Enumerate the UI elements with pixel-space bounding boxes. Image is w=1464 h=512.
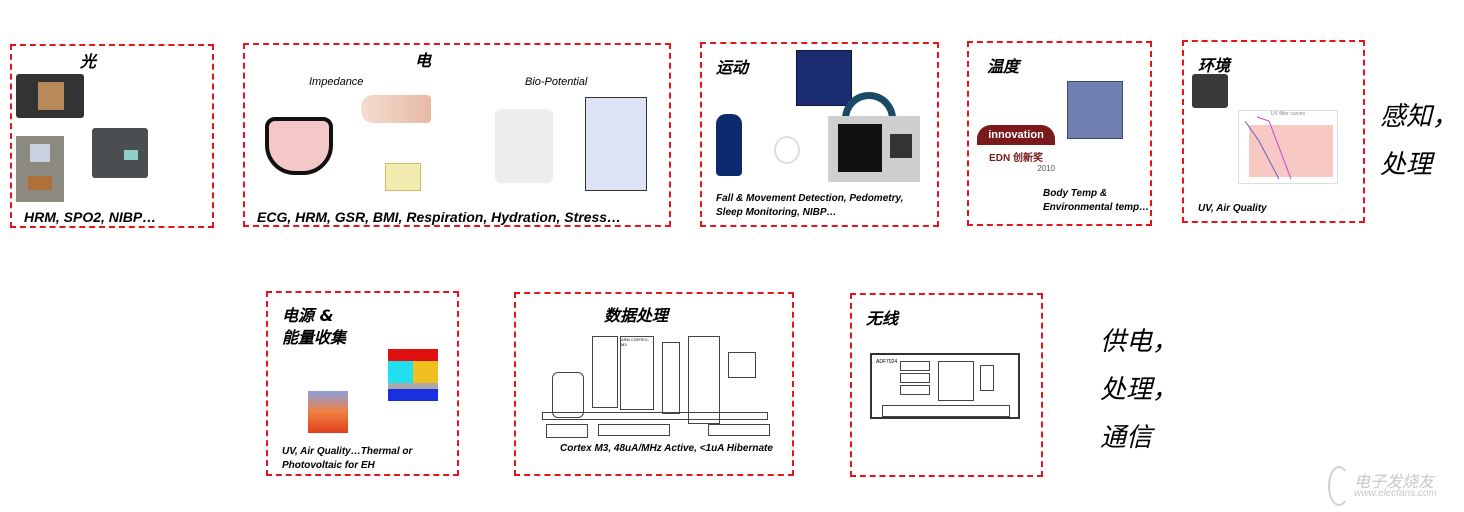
panel-caption: Body Temp & Environmental temp… (1043, 187, 1149, 214)
panel-data-processing: 数据处理 ARM CORTEX-M3 Cortex M3, 48uA/MHz A… (514, 292, 794, 476)
thermoelectric-image (388, 349, 438, 403)
panel-title: 电 (415, 51, 432, 70)
watermark-name: 电子发烧友 (1354, 474, 1435, 491)
panel-environment: 环境 UV filter curves UV, Air Quality (1182, 40, 1365, 223)
accelerometer-brochure-image (796, 50, 852, 106)
panel-power: 电源 & 能量收集 UV, Air Quality…Thermal or Pho… (266, 291, 459, 476)
earphone-image (774, 136, 800, 164)
title-line: 能量收集 (282, 328, 347, 347)
photovoltaic-image (308, 391, 348, 433)
panel-caption: UV, Air Quality…Thermal or Photovoltaic … (282, 445, 412, 472)
sensing-label: 感知， 处理 (1380, 93, 1458, 189)
caption-line: Fall & Movement Detection, Pedometry, (716, 193, 904, 204)
optical-sensor-image (16, 74, 84, 118)
mems-chip-image (828, 116, 920, 182)
sensor-brochure-image (1067, 81, 1123, 139)
biopotential-label: Bio-Potential (525, 76, 588, 88)
label-line: 通信 (1100, 423, 1153, 453)
panel-title: 环境 (1198, 56, 1231, 75)
watermark-logo-icon (1328, 466, 1350, 506)
panel-motion: 运动 Fall & Movement Detection, Pedometry,… (700, 42, 939, 227)
edn-award-logo: innovation EDN 创新奖 2010 (977, 125, 1055, 195)
panel-light: 光 HRM, SPO2, NIBP… (10, 44, 214, 228)
panel-title: 光 (80, 52, 97, 71)
panel-wireless: 无线 ADF7024 (850, 293, 1043, 477)
chip-label: ADF7024 (876, 359, 898, 365)
panel-title: 电源 & 能量收集 (282, 305, 346, 349)
caption-line: Environmental temp… (1043, 201, 1150, 213)
label-line: 供电， (1100, 327, 1179, 357)
panel-title: 运动 (716, 58, 749, 77)
caption-line: Photovoltaic for EH (282, 459, 375, 471)
award-sub: EDN 创新奖 (989, 153, 1043, 164)
arrow-icon (842, 92, 896, 122)
panel-temperature: 温度 innovation EDN 创新奖 2010 Body Temp & E… (967, 41, 1152, 226)
panel-title: 无线 (866, 309, 899, 328)
award-text: innovation (977, 125, 1055, 145)
finger-image (361, 95, 431, 123)
system-label: 供电， 处理， 通信 (1100, 318, 1178, 462)
impedance-label: Impedance (309, 76, 364, 88)
photodiode-image (92, 128, 148, 178)
caption-line: Body Temp & (1043, 188, 1108, 199)
led-package-image (16, 136, 64, 202)
panel-electrical: 电 Impedance Bio-Potential ECG, HRM, GSR,… (243, 43, 671, 227)
chart-title: UV filter curves (1271, 111, 1305, 117)
panel-title: 温度 (987, 57, 1020, 76)
watermark-url: www.elecfans.com (1354, 488, 1437, 499)
panel-caption: Cortex M3, 48uA/MHz Active, <1uA Hiberna… (560, 443, 773, 454)
label-line: 处理 (1380, 150, 1433, 180)
impedance-device-image (265, 117, 333, 175)
caption-line: Sleep Monitoring, NIBP… (716, 206, 837, 218)
award-year: 2010 (1037, 164, 1055, 173)
cortex-m3-block-diagram: ARM CORTEX-M3 (538, 332, 770, 438)
caption-line: UV, Air Quality…Thermal or (282, 446, 413, 457)
torso-image (495, 109, 553, 183)
biopotential-schematic-image (585, 97, 647, 191)
panel-title: 数据处理 (604, 306, 669, 325)
label-line: 处理， (1100, 375, 1179, 405)
uv-filter-chart: UV filter curves (1238, 110, 1338, 184)
panel-caption: HRM, SPO2, NIBP… (24, 209, 157, 225)
panel-caption: ECG, HRM, GSR, BMI, Respiration, Hydrati… (257, 209, 622, 225)
core-label: ARM CORTEX-M3 (620, 336, 654, 410)
panel-caption: Fall & Movement Detection, Pedometry, Sl… (716, 192, 903, 219)
label-line: 感知， (1380, 102, 1459, 132)
circuit-board-image (385, 163, 421, 191)
panel-caption: UV, Air Quality (1198, 203, 1267, 214)
adf7024-block-diagram: ADF7024 (870, 353, 1020, 419)
uv-sensor-image (1192, 74, 1228, 108)
title-line: 电源 & (282, 306, 334, 325)
runner-icon (716, 114, 742, 176)
